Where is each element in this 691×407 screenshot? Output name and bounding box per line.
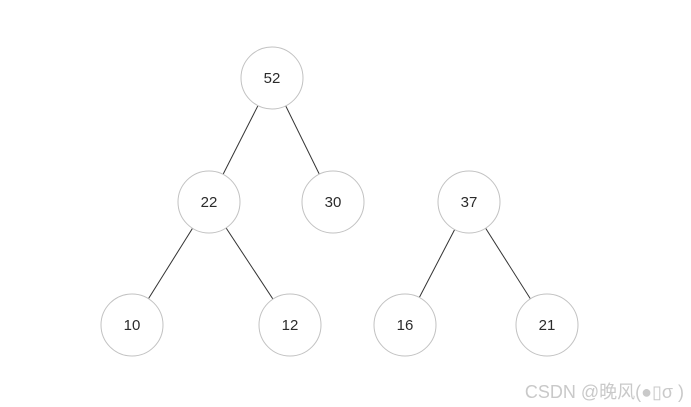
node-circle xyxy=(258,293,322,357)
node-value: 12 xyxy=(282,317,299,334)
node-circle xyxy=(177,170,241,234)
node-circle xyxy=(100,293,164,357)
node-circle xyxy=(437,170,501,234)
tree-node: 21 xyxy=(515,293,579,357)
node-circle xyxy=(301,170,365,234)
node-circle xyxy=(373,293,437,357)
node-circle xyxy=(240,46,304,110)
tree-node: 12 xyxy=(258,293,322,357)
node-value: 52 xyxy=(264,70,281,87)
tree-node: 30 xyxy=(301,170,365,234)
node-value: 37 xyxy=(461,194,478,211)
tree2-nodes: 37 16 21 xyxy=(373,170,579,357)
node-value: 16 xyxy=(397,317,414,334)
tree1-nodes: 52 22 30 10 12 xyxy=(100,46,365,357)
csdn-watermark: CSDN @晚风(●▯σ ) xyxy=(524,382,684,402)
tree-node: 10 xyxy=(100,293,164,357)
node-value: 22 xyxy=(201,194,218,211)
node-value: 21 xyxy=(539,317,556,334)
tree-node: 52 xyxy=(240,46,304,110)
node-value: 10 xyxy=(124,317,141,334)
tree-node: 22 xyxy=(177,170,241,234)
node-circle xyxy=(515,293,579,357)
tree-node: 16 xyxy=(373,293,437,357)
tree-node: 37 xyxy=(437,170,501,234)
node-value: 30 xyxy=(325,194,342,211)
